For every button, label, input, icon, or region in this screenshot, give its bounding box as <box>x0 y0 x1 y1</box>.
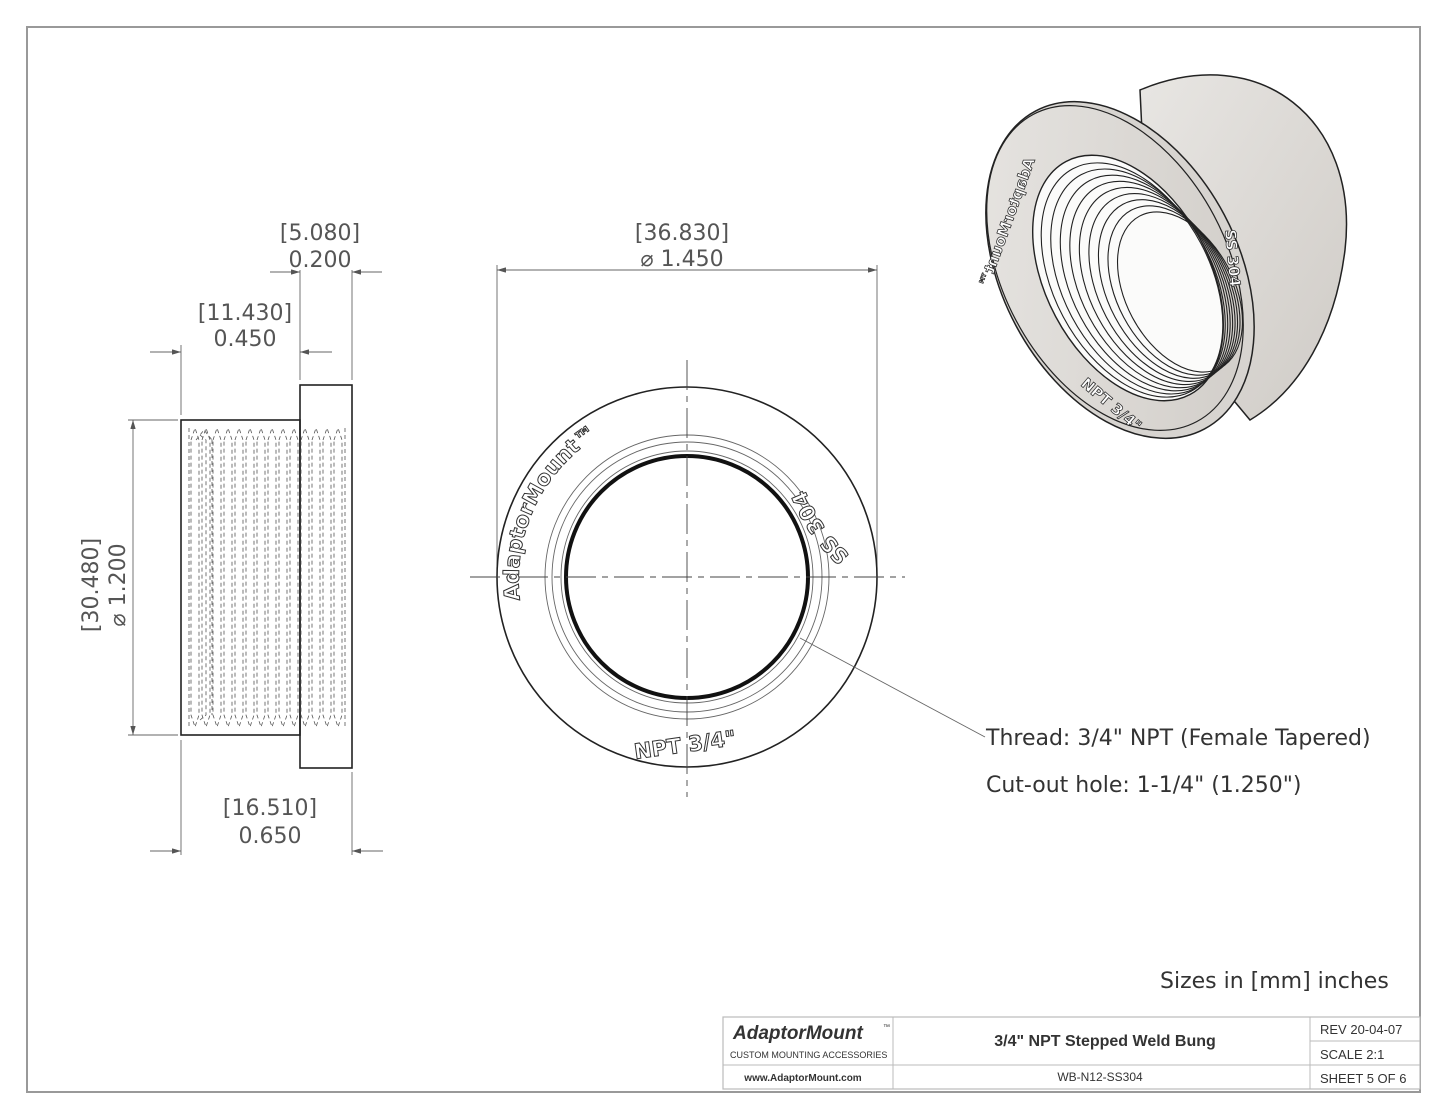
company-tagline: CUSTOM MOUNTING ACCESSORIES <box>730 1050 887 1060</box>
dim-flange-width-mm: [5.080] <box>280 221 360 246</box>
dim-total-length-mm: [16.510] <box>223 796 317 821</box>
note-thread: Thread: 3/4" NPT (Female Tapered) <box>985 726 1371 751</box>
company-logo: AdaptorMount <box>732 1023 863 1044</box>
company-website: www.AdaptorMount.com <box>743 1073 862 1084</box>
dim-body-diameter-in: ⌀ 1.200 <box>106 543 131 626</box>
drawing-title: 3/4" NPT Stepped Weld Bung <box>994 1033 1216 1050</box>
note-units: Sizes in [mm] inches <box>1160 969 1389 994</box>
dim-body-diameter-mm: [30.480] <box>79 538 104 632</box>
flange-outline <box>299 384 353 769</box>
dim-outer-diameter-mm: [36.830] <box>635 221 729 246</box>
side-view: [5.080] 0.200 [11.430] 0.450 [16.510] 0.… <box>79 221 383 855</box>
thread-hidden-line <box>333 426 343 729</box>
thread-hidden-line <box>278 426 288 729</box>
thread-hidden-line <box>256 426 266 729</box>
note-cutout: Cut-out hole: 1-1/4" (1.250") <box>986 773 1301 798</box>
front-view: [36.830] ⌀ 1.450 AdaptorMount™ SS 304 NP… <box>470 221 986 797</box>
thread-hidden-line <box>300 426 310 729</box>
hidden-threads <box>188 428 346 727</box>
thread-hidden-line <box>267 426 277 729</box>
dim-body-length-mm: [11.430] <box>198 301 292 326</box>
thread-hidden-line <box>201 426 211 729</box>
thread-hidden-line <box>322 426 332 729</box>
sheet-number: SHEET 5 OF 6 <box>1320 1071 1406 1086</box>
revision: REV 20-04-07 <box>1320 1022 1402 1037</box>
part-number: WB-N12-SS304 <box>1057 1070 1143 1084</box>
iso-thread-ring <box>1088 192 1236 383</box>
thread-hidden-line <box>190 426 200 729</box>
iso-thread-ring <box>1078 186 1234 386</box>
thread-hidden-line <box>212 426 222 729</box>
iso-thread-ring <box>1107 205 1241 376</box>
isometric-view: AdaptorMount™ SS 304 NPT 3/4" <box>975 74 1348 440</box>
dim-total-length-in: 0.650 <box>239 824 302 849</box>
thread-hidden-line <box>245 426 255 729</box>
iso-thread-ring <box>1050 168 1226 395</box>
dim-body-length-in: 0.450 <box>214 327 277 352</box>
engraving-thread: NPT 3/4" <box>633 726 738 764</box>
company-tm: ™ <box>883 1024 890 1031</box>
iso-thread-ring <box>1116 211 1244 373</box>
leader-line <box>799 637 986 738</box>
thread-hidden-line <box>311 426 321 729</box>
thread-hidden-line <box>289 426 299 729</box>
thread-hidden-line <box>223 426 233 729</box>
iso-thread-ring <box>1040 162 1224 398</box>
iso-thread-ring <box>1059 174 1229 392</box>
iso-thread-ring <box>1097 199 1239 379</box>
thread-hidden-line <box>234 426 244 729</box>
title-block: AdaptorMount ™ CUSTOM MOUNTING ACCESSORI… <box>722 1016 1421 1090</box>
iso-thread-ring <box>1069 180 1231 389</box>
sheet-border <box>26 26 1421 1093</box>
iso-engraving-material: SS 304 <box>1221 229 1244 288</box>
scale: SCALE 2:1 <box>1320 1047 1384 1062</box>
dim-outer-diameter-in: ⌀ 1.450 <box>640 247 723 272</box>
dim-flange-width-in: 0.200 <box>289 248 352 273</box>
